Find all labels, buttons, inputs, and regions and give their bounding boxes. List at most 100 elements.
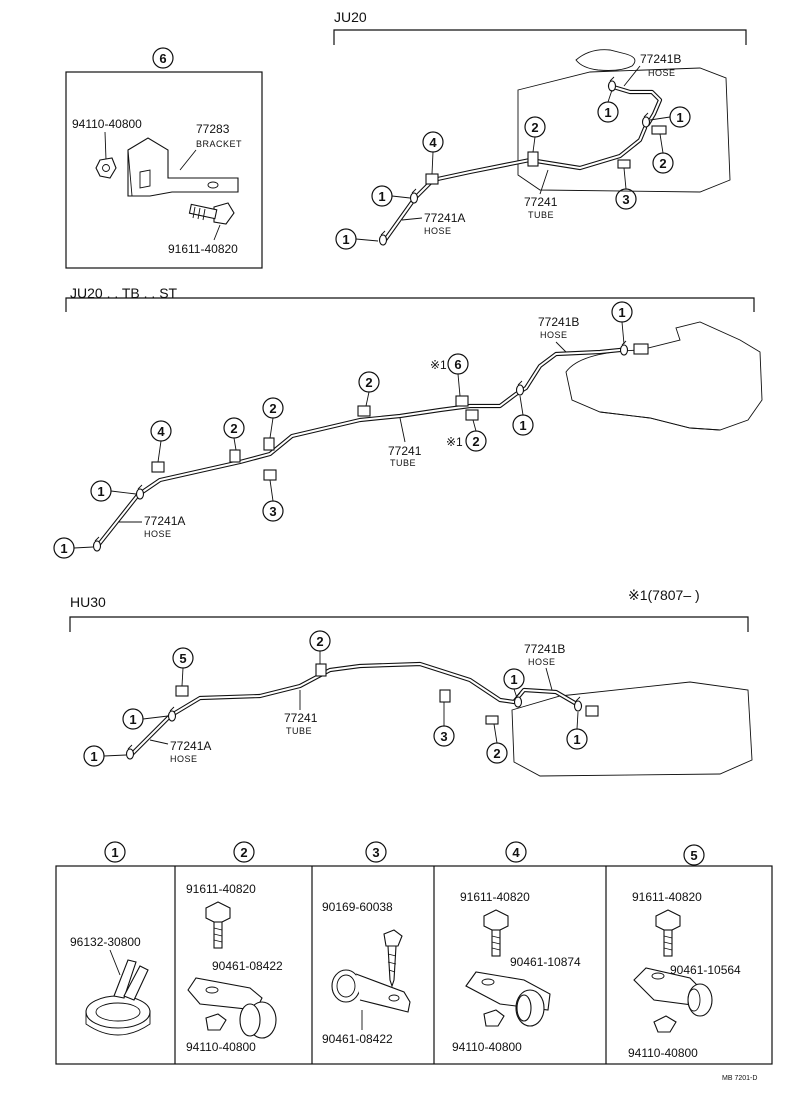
clamp-icon <box>357 405 371 417</box>
tbst-hose-a-pn: 77241A <box>144 514 185 528</box>
section-bracket-ju20 <box>333 29 747 45</box>
hu30-hose-a-pn: 77241A <box>170 739 211 753</box>
detail-6-nut-pn: 94110-40800 <box>72 117 142 131</box>
tbst-hose-b-sub: HOSE <box>540 330 568 340</box>
legend-3-part-1: 90169-60038 <box>322 900 393 914</box>
legend-1-part-1: 96132-30800 <box>70 935 141 949</box>
clamp-icon <box>527 151 539 167</box>
clamp-bracket-icon <box>465 971 551 1027</box>
ju20-tube-sub: TUBE <box>528 210 554 220</box>
ju20-hose-b-sub: HOSE <box>648 68 676 78</box>
ju20-tube-pn: 77241 <box>524 195 558 209</box>
detail-6-bolt-pn: 91611-40820 <box>168 242 238 256</box>
legend-col-2-number: 2 <box>240 845 247 860</box>
tube-77241 <box>129 663 581 757</box>
callout-number: 2 <box>493 746 500 761</box>
tbst-hose-a-sub: HOSE <box>144 529 172 539</box>
legend-3-part-2: 90461-08422 <box>322 1032 393 1046</box>
callout-number: 1 <box>618 305 625 320</box>
clamp-bracket-icon <box>331 969 411 1013</box>
section-header-hu30: HU30 <box>70 594 106 610</box>
callout-number: 1 <box>97 484 104 499</box>
clamp-icon <box>617 159 631 169</box>
callout-number: 2 <box>365 375 372 390</box>
legend-5-part-2: 90461-10564 <box>670 963 741 977</box>
tbst-tube-pn: 77241 <box>388 444 422 458</box>
detail-6-bracket-sub: BRACKET <box>196 139 242 149</box>
callout-circles-ju20: 4 2 1 1 2 3 1 1 <box>335 89 691 250</box>
callout-number: 3 <box>622 192 629 207</box>
callout-number: ※1 <box>446 435 463 449</box>
bracket-icon <box>127 137 239 197</box>
clamp-icon <box>315 663 327 677</box>
detail-6-bracket-pn: 77283 <box>196 122 230 136</box>
section-header-ju20: JU20 <box>334 9 367 25</box>
callout-number: 3 <box>269 504 276 519</box>
nut-icon <box>483 1009 505 1027</box>
filler-neck <box>575 49 636 71</box>
callout-number: 1 <box>129 712 136 727</box>
callout-number: 1 <box>60 541 67 556</box>
footer-code: MB 7201-D <box>722 1075 757 1082</box>
clamp-icon <box>229 449 241 463</box>
detail-6-circle <box>152 47 174 69</box>
clamp-icon <box>425 173 439 185</box>
callout-number: 1 <box>378 189 385 204</box>
bolt-icon <box>483 909 509 957</box>
legend-col-3-number: 3 <box>372 845 379 860</box>
clamp-icon <box>263 437 275 451</box>
nut-icon <box>95 157 117 179</box>
clamp-icon <box>465 409 479 421</box>
tube-77241 <box>95 349 621 549</box>
tbst-tube-sub: TUBE <box>390 458 416 468</box>
clamp-icon <box>485 715 499 725</box>
nut-icon <box>205 1013 227 1031</box>
legend-2-part-3: 94110-40800 <box>186 1040 256 1054</box>
section-header-ju20-tb-st: JU20 . . TB . . ST <box>70 285 178 301</box>
callout-circles-hu30: 5 2 1 3 2 1 1 1 <box>83 630 588 767</box>
tbst-hose-b-pn: 77241B <box>538 315 579 329</box>
callout-number: 2 <box>659 156 666 171</box>
callout-number: 1 <box>604 105 611 120</box>
clamp-icon <box>175 685 189 697</box>
callout-number: 2 <box>269 401 276 416</box>
clamp-icon <box>633 343 649 355</box>
ju20-hose-a-pn: 77241A <box>424 211 465 225</box>
clamp-bracket-icon <box>633 967 713 1017</box>
callout-number: 2 <box>531 120 538 135</box>
detail-6-number: 6 <box>159 51 166 66</box>
clamp-icon <box>439 689 451 703</box>
callout-number: 2 <box>230 421 237 436</box>
detail-6-box: 6 94110-40800 77283 BRACKET 91611 <box>65 47 263 269</box>
legend-4-part-3: 94110-40800 <box>452 1040 522 1054</box>
legend-2-part-1: 91611-40820 <box>186 882 256 896</box>
clamp-bracket-icon <box>187 977 277 1039</box>
bolt-icon <box>205 901 231 949</box>
clamp-icon <box>585 705 599 717</box>
callout-number: 6 <box>454 357 461 372</box>
nut-icon <box>653 1015 677 1033</box>
legend-table: 1 2 3 4 5 96132-30800 91611-40820 90461-… <box>55 841 773 1065</box>
fuel-tank-outline <box>517 67 731 193</box>
screw-icon <box>383 929 403 988</box>
legend-col-1-number: 1 <box>111 845 118 860</box>
legend-2-part-2: 90461-08422 <box>212 959 283 973</box>
section-bracket-ju20-tb-st <box>65 297 755 312</box>
hu30-hose-a-sub: HOSE <box>170 754 198 764</box>
clamp-icon <box>455 395 469 407</box>
callout-number: 5 <box>179 651 186 666</box>
hu30-note: ※1(7807– ) <box>628 587 700 603</box>
callout-number: 1 <box>90 749 97 764</box>
bolt-icon <box>188 202 235 225</box>
clamp-icon <box>151 461 165 473</box>
callout-circles-ju20-tb-st: 1 2 ※1 6 ※1 2 1 2 2 4 3 1 1 <box>53 301 633 559</box>
legend-5-part-3: 94110-40800 <box>628 1046 698 1060</box>
callout-number: 3 <box>440 729 447 744</box>
section-ju20-tb-st: JU20 . . TB . . ST 77241B HOSE 77241 TUB… <box>53 285 763 559</box>
legend-4-part-2: 90461-10874 <box>510 955 581 969</box>
section-bracket-hu30 <box>69 616 749 632</box>
hose-77241b <box>609 85 661 125</box>
hu30-tube-sub: TUBE <box>286 726 312 736</box>
callout-number: 1 <box>510 672 517 687</box>
